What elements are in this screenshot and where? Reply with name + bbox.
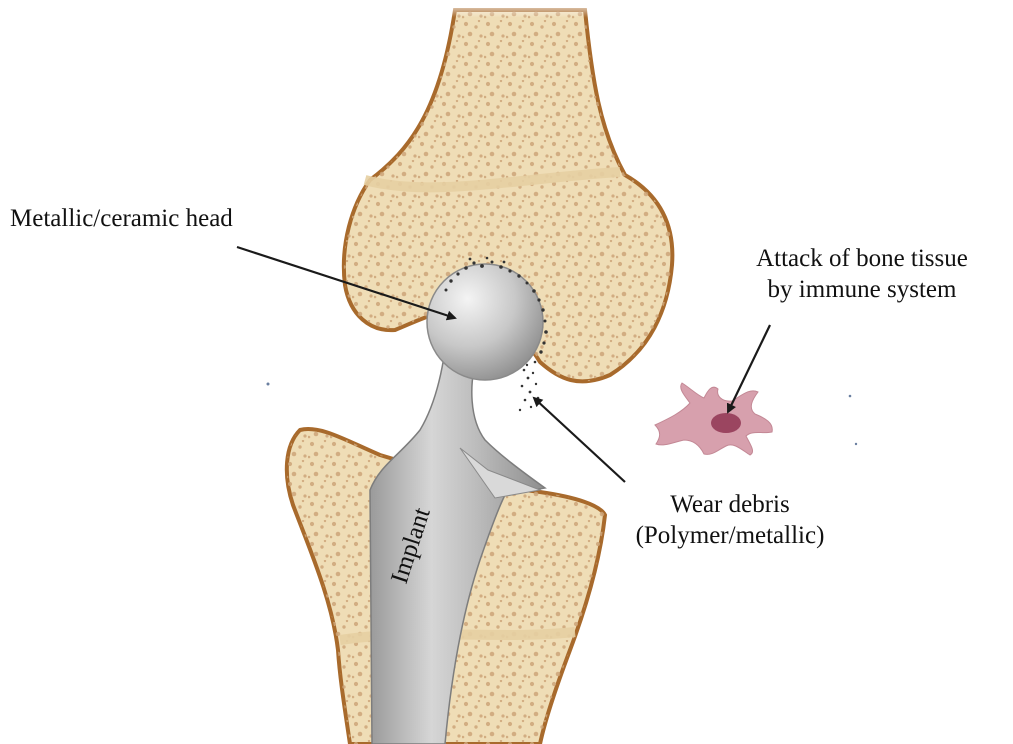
attack-label: Attack of bone tissue by immune system [712, 243, 1012, 305]
head-label: Metallic/ceramic head [10, 203, 233, 234]
arrow-debris-label [534, 398, 625, 482]
cell-nucleus [711, 413, 741, 433]
attack-label-line2: by immune system [712, 274, 1012, 305]
implant-head [427, 264, 543, 380]
attack-label-line1: Attack of bone tissue [712, 243, 1012, 274]
immune-cell [655, 383, 772, 455]
debris-label-line1: Wear debris [612, 489, 848, 520]
stray-specks [267, 383, 858, 446]
debris-label-line2: (Polymer/metallic) [612, 520, 848, 551]
debris-label: Wear debris (Polymer/metallic) [612, 489, 848, 551]
